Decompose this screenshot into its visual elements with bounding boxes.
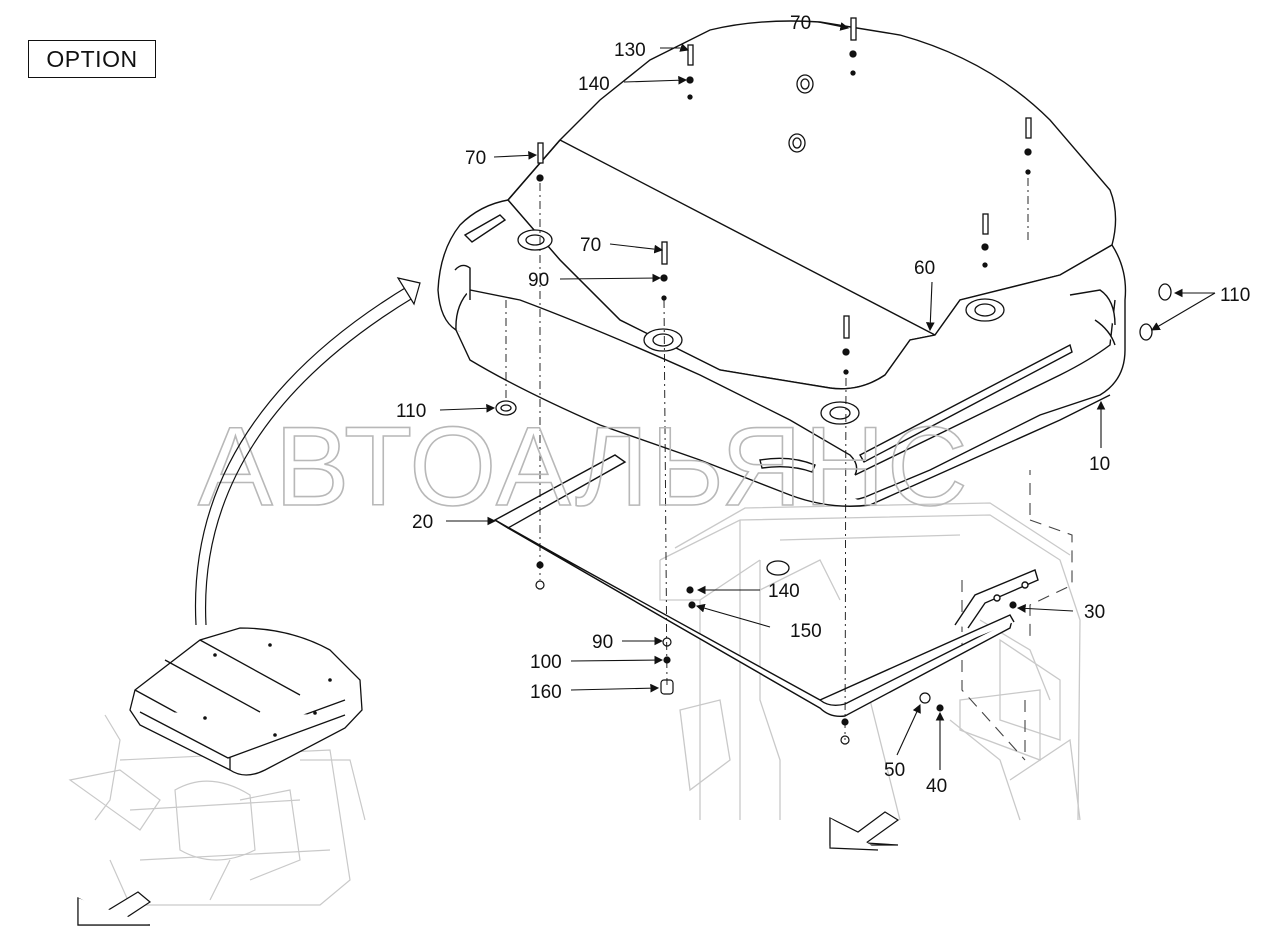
callout-70: 70 bbox=[465, 148, 486, 169]
hidden-edge-outline bbox=[961, 470, 1073, 761]
callout-60: 60 bbox=[914, 258, 935, 279]
callout-10: 10 bbox=[1089, 454, 1110, 475]
callout-90: 90 bbox=[528, 270, 549, 291]
callout-70: 70 bbox=[790, 13, 811, 34]
callout-110: 110 bbox=[1220, 285, 1250, 306]
callout-140: 140 bbox=[578, 74, 610, 95]
overview-dots bbox=[203, 643, 332, 737]
callout-140: 140 bbox=[768, 581, 800, 602]
grommets bbox=[495, 74, 1172, 576]
cab-frame bbox=[659, 502, 1081, 821]
view-direction-arrow-icon bbox=[77, 891, 152, 926]
callout-labels: 70 130 140 70 70 90 60 110 110 10 20 140… bbox=[396, 13, 1250, 797]
roof-fasteners bbox=[536, 17, 1032, 375]
mounting-frame bbox=[493, 454, 1039, 718]
leader-lines bbox=[439, 21, 1216, 770]
overview-roof bbox=[129, 627, 363, 776]
roof-lower-shell bbox=[437, 199, 1127, 507]
callout-50: 50 bbox=[884, 760, 905, 781]
callout-150: 150 bbox=[790, 621, 822, 642]
callout-160: 160 bbox=[530, 682, 562, 703]
overview-thumbnail bbox=[68, 714, 366, 906]
callout-20: 20 bbox=[412, 512, 433, 533]
callout-40: 40 bbox=[926, 776, 947, 797]
callout-70: 70 bbox=[580, 235, 601, 256]
placement-arrow-icon bbox=[194, 277, 421, 626]
callout-130: 130 bbox=[614, 40, 646, 61]
assembly-axis-lines bbox=[505, 178, 1029, 741]
callout-100: 100 bbox=[530, 652, 562, 673]
callout-30: 30 bbox=[1084, 602, 1105, 623]
callout-110: 110 bbox=[396, 401, 426, 422]
watermark: АВТОАЛЬЯНС bbox=[198, 404, 970, 529]
callout-90: 90 bbox=[592, 632, 613, 653]
option-label: OPTION bbox=[28, 40, 156, 78]
view-direction-arrow-icon bbox=[829, 811, 900, 851]
